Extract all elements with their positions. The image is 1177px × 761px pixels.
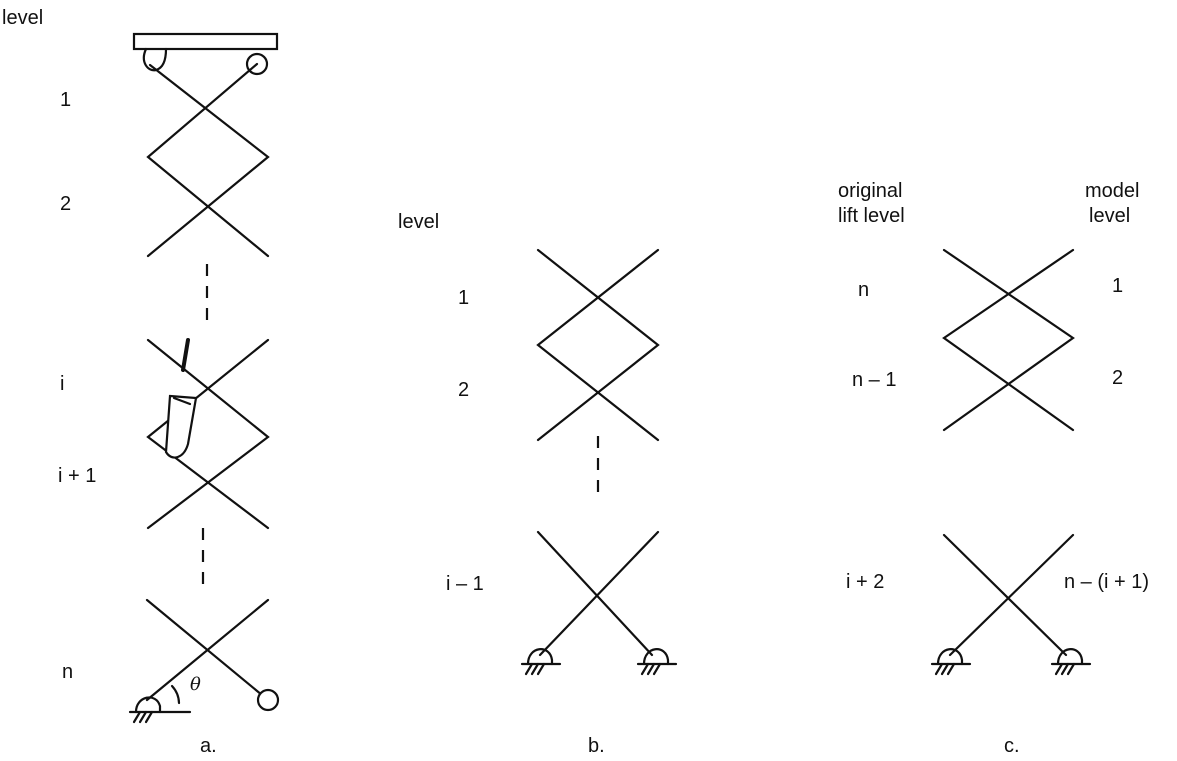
panel-c-orig-level-i-plus-2: i + 2 xyxy=(846,571,884,593)
panel-c-header-right-line2: level xyxy=(1089,205,1130,227)
angle-arc xyxy=(170,684,181,705)
scissor-link xyxy=(536,530,654,657)
platform xyxy=(132,32,279,51)
panel-a-level-i-plus-1: i + 1 xyxy=(58,465,96,487)
panel-b-caption: b. xyxy=(588,735,605,757)
scissor-link xyxy=(942,248,1075,432)
panel-a-level-n: n xyxy=(62,661,73,683)
scissor-link xyxy=(145,598,270,702)
scissor-link xyxy=(942,248,1075,432)
panel-c-orig-level-n: n xyxy=(858,279,869,301)
panel-b: level 1 2 i – 1 b. xyxy=(398,211,678,757)
panel-a-caption: a. xyxy=(200,735,217,757)
panel-c: original lift level model level n n – 1 … xyxy=(838,180,1149,757)
scissor-link xyxy=(146,62,270,258)
theta-label: θ xyxy=(190,674,201,695)
hydraulic-actuator xyxy=(164,338,198,459)
top-left-pin-support xyxy=(142,47,168,72)
panel-c-header-left-line2: lift level xyxy=(838,205,905,227)
panel-c-model-level-2: 2 xyxy=(1112,367,1123,389)
scissor-link xyxy=(146,63,270,258)
ground-pin-support-left xyxy=(520,648,562,676)
panel-c-model-level-n-minus-i-plus-1: n – (i + 1) xyxy=(1064,571,1149,593)
scissor-link xyxy=(948,533,1075,657)
panel-c-caption: c. xyxy=(1004,735,1020,757)
panel-c-orig-level-n-minus-1: n – 1 xyxy=(852,369,896,391)
panel-b-level-header: level xyxy=(398,211,439,233)
panel-a-level-i: i xyxy=(60,373,64,395)
scissor-link xyxy=(146,338,270,530)
ground-pin-support xyxy=(128,696,192,724)
panel-c-header-right-line1: model xyxy=(1085,180,1139,202)
panel-c-model-level-1: 1 xyxy=(1112,275,1123,297)
ground-pin-support-right xyxy=(636,648,678,676)
scissor-link xyxy=(536,248,660,442)
scissor-link xyxy=(146,338,270,530)
panel-a-level-1: 1 xyxy=(60,89,71,111)
bottom-right-roller xyxy=(256,688,280,712)
panel-b-level-2: 2 xyxy=(458,379,469,401)
panel-a-level-2: 2 xyxy=(60,193,71,215)
scissor-link xyxy=(536,248,660,442)
panel-b-level-i-minus-1: i – 1 xyxy=(446,573,484,595)
ground-pin-support-right xyxy=(1050,648,1092,676)
ground-pin-support-left xyxy=(930,648,972,676)
scissor-link xyxy=(538,530,660,657)
panel-a: level 1 2 i i + 1 n xyxy=(2,7,280,757)
panel-b-level-1: 1 xyxy=(458,287,469,309)
panel-c-header-left-line1: original xyxy=(838,180,902,202)
panel-a-level-header: level xyxy=(2,7,43,29)
scissor-link xyxy=(942,533,1068,657)
